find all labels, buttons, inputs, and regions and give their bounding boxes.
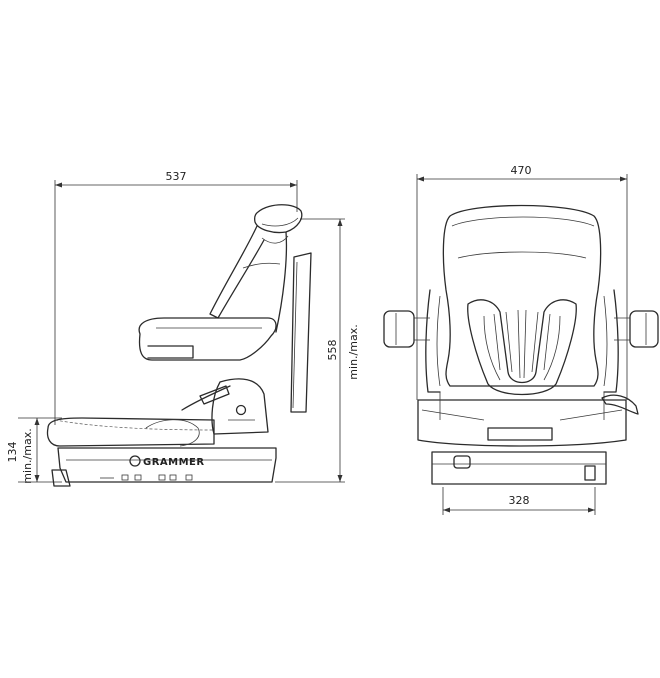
backrest: [209, 225, 265, 319]
seat-belt-buckle: [199, 385, 230, 405]
right-armrest: [629, 310, 659, 348]
left-armrest: [383, 310, 415, 348]
backrest-rear-panel: [290, 252, 312, 413]
base-134-caption: min./max.: [21, 428, 34, 483]
front-suspension-base: [431, 451, 607, 485]
armrest: [138, 317, 277, 361]
control-indicator: [121, 474, 129, 481]
front-seat-cushion: [417, 399, 627, 447]
brand-logo: GRAMMER: [143, 457, 205, 468]
brand-badge-small: [235, 404, 247, 416]
side-view: 537 558 min./max. 134 min./max.: [6, 170, 360, 487]
front-base-control: [584, 465, 596, 481]
seat-cushion: [46, 417, 215, 447]
dimension-537: 537: [54, 170, 298, 425]
backrest-rib-pattern: [467, 299, 577, 396]
width-470-label: 470: [511, 164, 532, 177]
base-width-328-label: 328: [509, 494, 530, 507]
height-558-label: 558: [326, 340, 339, 361]
dimension-470: 470: [416, 164, 628, 400]
front-backrest-outline: [442, 204, 602, 387]
dimension-558: 558 min./max.: [275, 218, 360, 483]
seat-belt-lever: [601, 394, 639, 415]
side-adjuster-panel: [211, 378, 269, 435]
grammer-logo-icon: [129, 455, 141, 467]
front-view: 470 328: [383, 164, 659, 515]
base-134-label: 134: [6, 442, 19, 463]
height-558-caption: min./max.: [347, 324, 360, 379]
suspension-base: [57, 447, 277, 483]
width-537-label: 537: [166, 170, 187, 183]
headrest: [253, 204, 303, 234]
dimension-134: 134 min./max.: [6, 417, 62, 484]
dimension-328: 328: [442, 487, 596, 515]
front-base-foot-left: [453, 455, 471, 469]
